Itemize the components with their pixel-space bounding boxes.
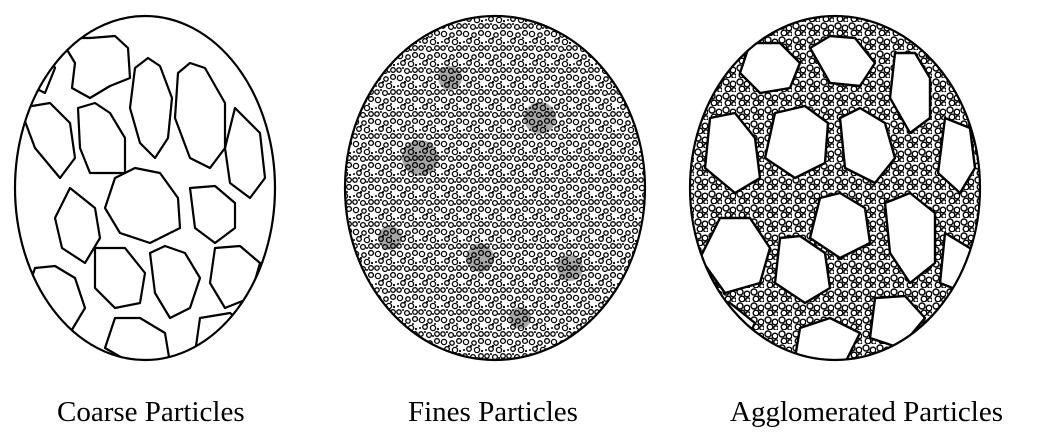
fine-particles-diagram — [330, 8, 660, 378]
fine-particles-panel: Fines Particles — [330, 0, 660, 447]
agglomerated-particles-caption: Agglomerated Particles — [730, 398, 1003, 427]
coarse-particles-caption: Coarse Particles — [57, 398, 245, 427]
fine-particles-caption: Fines Particles — [408, 398, 578, 427]
coarse-particles-diagram — [0, 8, 290, 378]
coarse-particles-panel: Coarse Particles — [0, 0, 290, 447]
coarse-particle-outlines — [5, 36, 265, 368]
agglomerated-particles-diagram — [680, 8, 990, 378]
fine-particles-texture — [345, 16, 645, 360]
agglomerated-particles-panel: Agglomerated Particles — [680, 0, 1043, 447]
